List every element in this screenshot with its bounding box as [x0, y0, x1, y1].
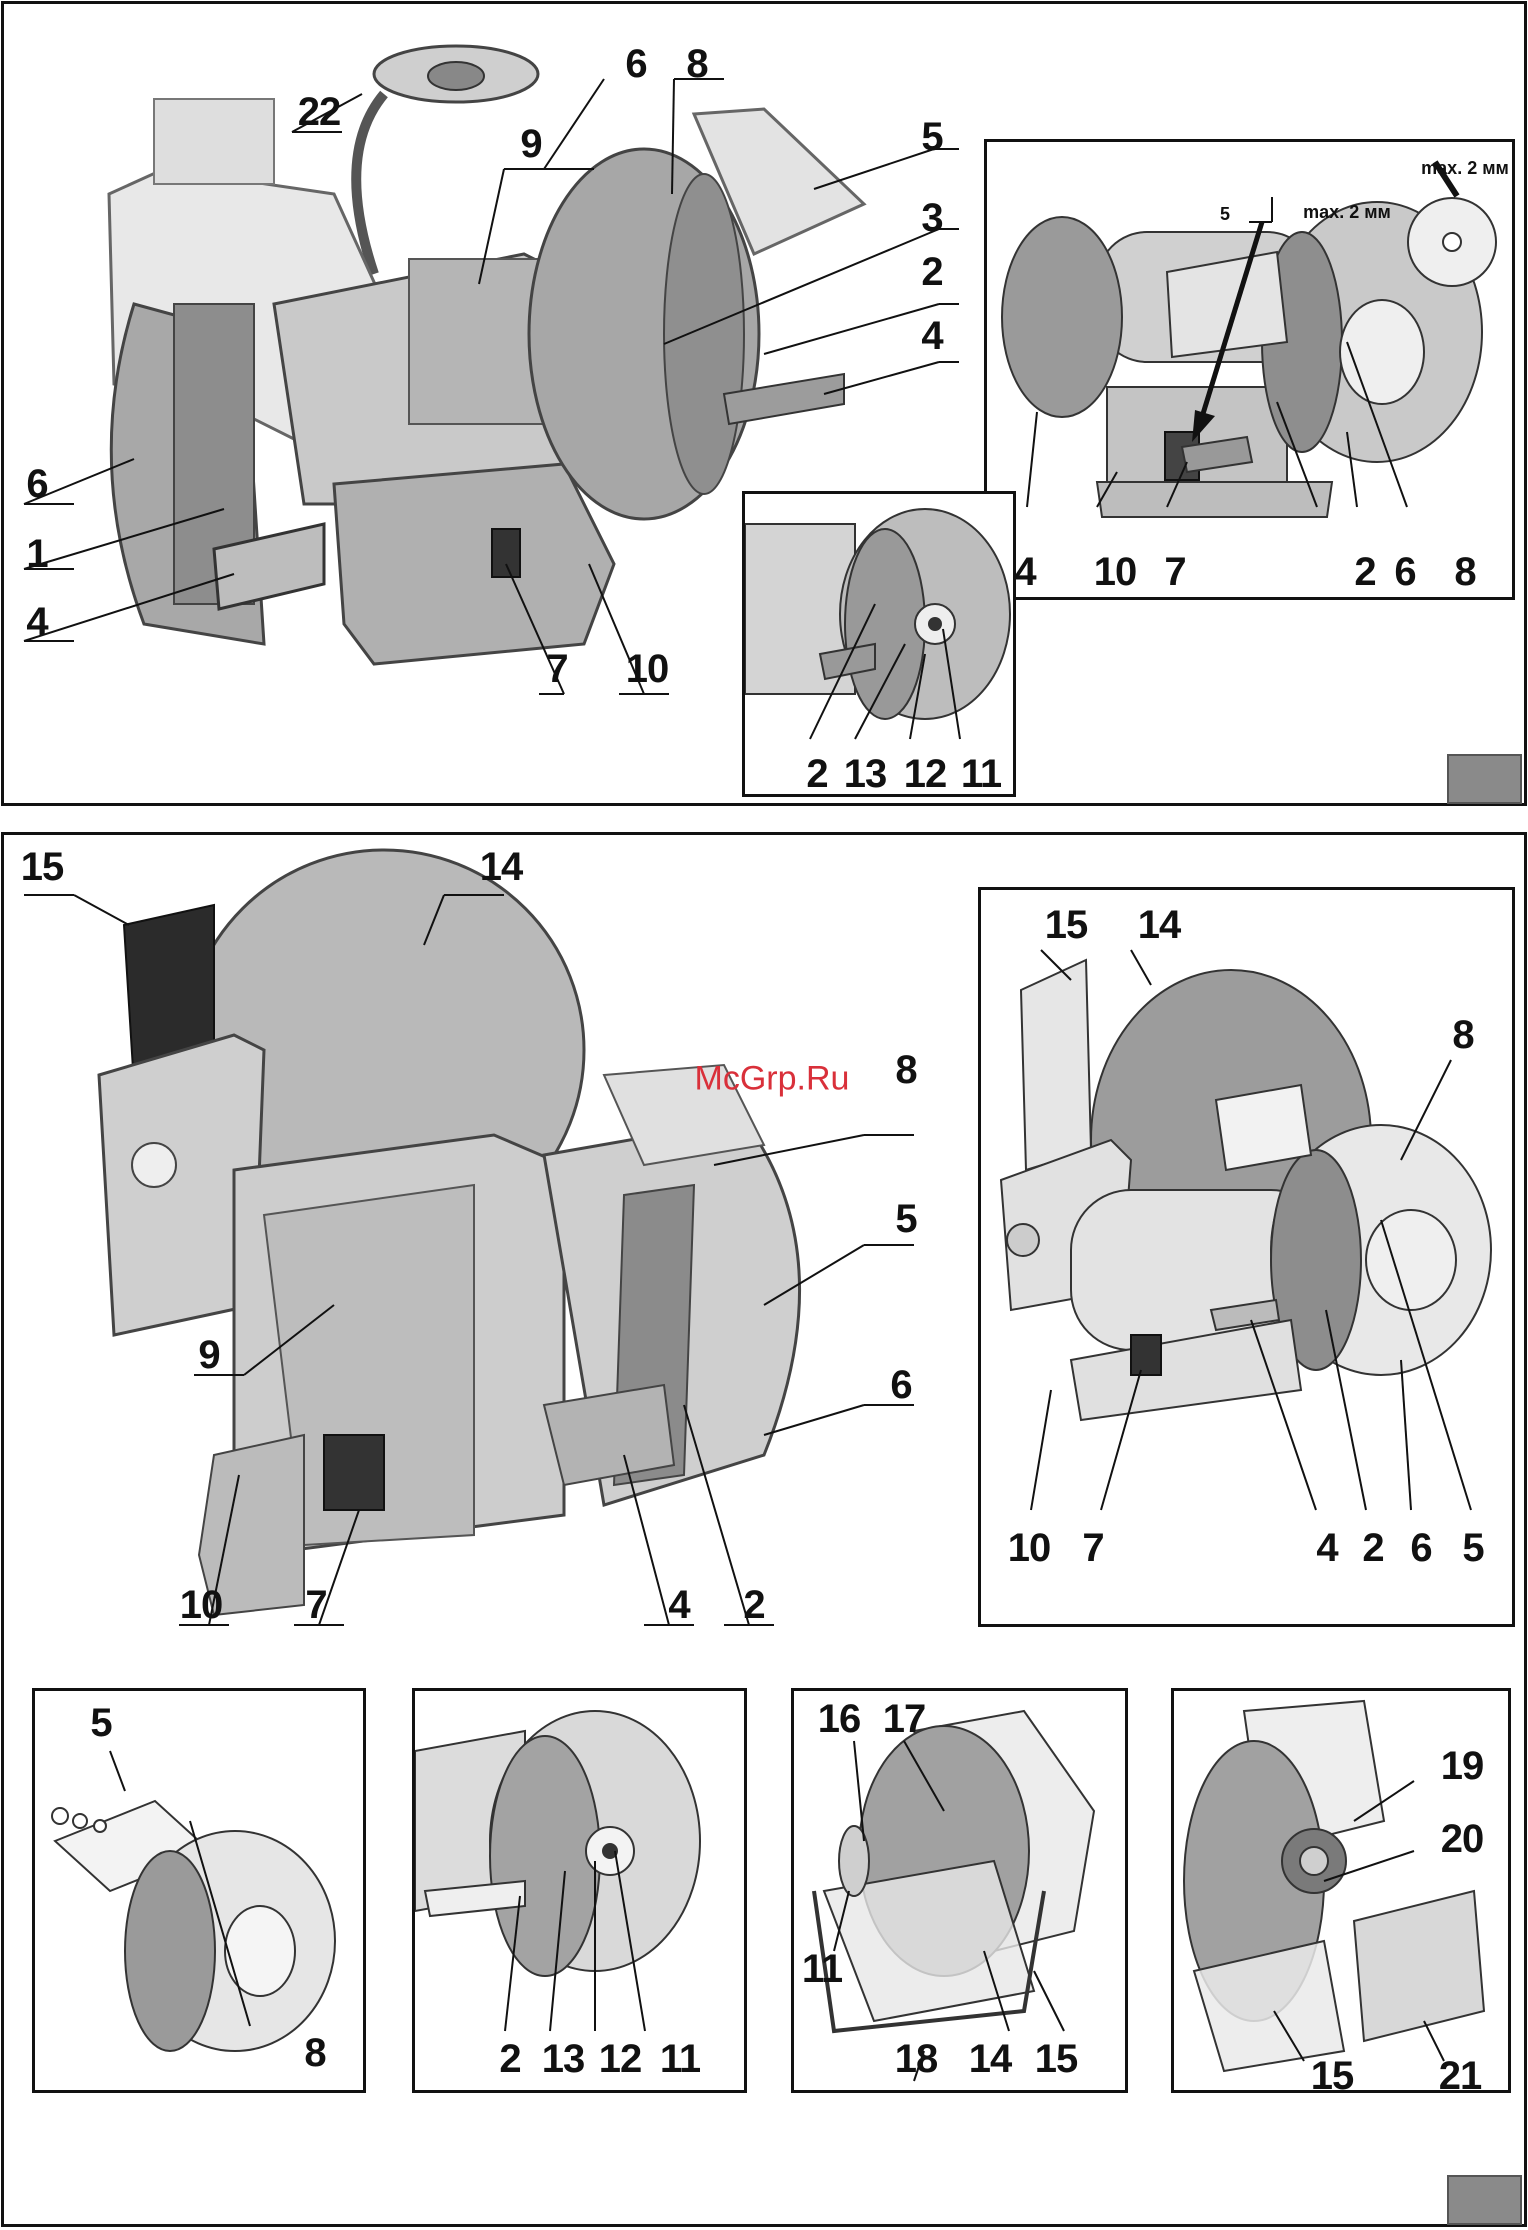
bottom-callout-15: 15	[21, 847, 64, 887]
detail-wheel-illustration	[415, 1691, 750, 2096]
detail-water-tray-illustration	[794, 1691, 1131, 2096]
bottom-callout-10: 10	[180, 1585, 223, 1625]
detail-wheel-callout-12: 12	[599, 2039, 642, 2079]
callout-9-top: 9	[520, 124, 541, 164]
page-marker-bottom	[1447, 2175, 1522, 2225]
detail-gear-callout-19: 19	[1441, 1746, 1484, 1786]
inset-callout-8: 8	[1454, 552, 1475, 592]
inset-spark-guard-adjustment: 5 max. 2 мм max. 2 мм 4 10 7 2 6 8	[984, 139, 1515, 600]
right-panel-callout-15: 15	[1045, 905, 1088, 945]
right-panel-callout-2: 2	[1362, 1528, 1383, 1568]
max-gap-label-2: max. 2 мм	[1303, 203, 1391, 221]
callout-6-left: 6	[26, 464, 47, 504]
right-panel-callout-8: 8	[1452, 1015, 1473, 1055]
detail-guard-callout-8: 8	[304, 2033, 325, 2073]
bottom-callout-6: 6	[890, 1365, 911, 1405]
watermark: McGrp.Ru	[695, 1060, 850, 1099]
detail-water-callout-18: 18	[895, 2039, 938, 2079]
inset-spark-guard-illustration	[987, 142, 1518, 603]
right-panel-callout-7: 7	[1082, 1528, 1103, 1568]
bottom-callout-2: 2	[743, 1585, 764, 1625]
inset-callout-2: 2	[1354, 552, 1375, 592]
top-figure-panel: 22 6 8 9 5 3 2 4 6 1 4 7 10	[1, 1, 1527, 806]
right-panel-illustration	[981, 890, 1518, 1630]
detail-water-callout-14: 14	[969, 2039, 1012, 2079]
detail-guard-panel: 5 8	[32, 1688, 366, 2093]
inset-callout-10: 10	[1094, 552, 1137, 592]
bottom-callout-4: 4	[668, 1585, 689, 1625]
inset-center-callout-11: 11	[961, 754, 1001, 794]
detail-gear-callout-20: 20	[1441, 1819, 1484, 1859]
callout-1-left: 1	[26, 534, 47, 574]
detail-water-callout-15: 15	[1035, 2039, 1078, 2079]
callout-22: 22	[298, 92, 341, 132]
right-panel-callout-14: 14	[1138, 905, 1181, 945]
right-panel-wet-grinder: 15 14 8 10 7 4 2 6 5	[978, 887, 1515, 1627]
callout-2-top: 2	[921, 252, 942, 292]
detail-wheel-callout-2: 2	[499, 2039, 520, 2079]
detail-water-callout-16: 16	[818, 1699, 861, 1739]
detail-gear-callout-15: 15	[1311, 2056, 1354, 2096]
callout-6-top: 6	[625, 44, 646, 84]
detail-wheel-callout-13: 13	[542, 2039, 585, 2079]
bottom-callout-7: 7	[305, 1585, 326, 1625]
detail-water-tray-panel: 16 17 11 18 14 15	[791, 1688, 1128, 2093]
page-marker-top	[1447, 754, 1522, 804]
callout-3-top: 3	[921, 198, 942, 238]
detail-water-callout-11: 11	[802, 1949, 842, 1989]
callout-5-top: 5	[921, 117, 942, 157]
inset-center-callout-2: 2	[806, 754, 827, 794]
right-panel-callout-6: 6	[1410, 1528, 1431, 1568]
right-panel-callout-10: 10	[1008, 1528, 1051, 1568]
callout-7-top: 7	[546, 649, 567, 689]
detail-water-callout-17: 17	[883, 1699, 926, 1739]
inset-callout-6: 6	[1394, 552, 1415, 592]
inset-callout-7: 7	[1164, 552, 1185, 592]
detail-wheel-callout-11: 11	[660, 2039, 700, 2079]
bottom-callout-5: 5	[895, 1199, 916, 1239]
detail-gear-panel: 19 20 15 21	[1171, 1688, 1511, 2093]
callout-8-top: 8	[686, 44, 707, 84]
detail-gear-callout-21: 21	[1439, 2056, 1482, 2096]
inset-center-callout-13: 13	[844, 754, 887, 794]
callout-10-top: 10	[626, 649, 669, 689]
inset-wheel-mounting: 2 13 12 11	[742, 491, 1016, 797]
callout-4-left: 4	[26, 602, 47, 642]
detail-wheel-panel: 2 13 12 11	[412, 1688, 747, 2093]
inset-center-callout-12: 12	[904, 754, 947, 794]
detail-guard-callout-5: 5	[90, 1703, 111, 1743]
right-panel-callout-5: 5	[1462, 1528, 1483, 1568]
right-panel-callout-4: 4	[1316, 1528, 1337, 1568]
bottom-callout-9: 9	[198, 1335, 219, 1375]
inset-small-label-5: 5	[1220, 205, 1230, 223]
bottom-figure-panel: McGrp.Ru 14 15 8 5 9 6 10 7 4 2	[1, 832, 1527, 2227]
max-gap-label-1: max. 2 мм	[1421, 159, 1509, 177]
bottom-callout-8: 8	[895, 1050, 916, 1090]
bottom-callout-14: 14	[480, 847, 523, 887]
callout-4-top: 4	[921, 316, 942, 356]
